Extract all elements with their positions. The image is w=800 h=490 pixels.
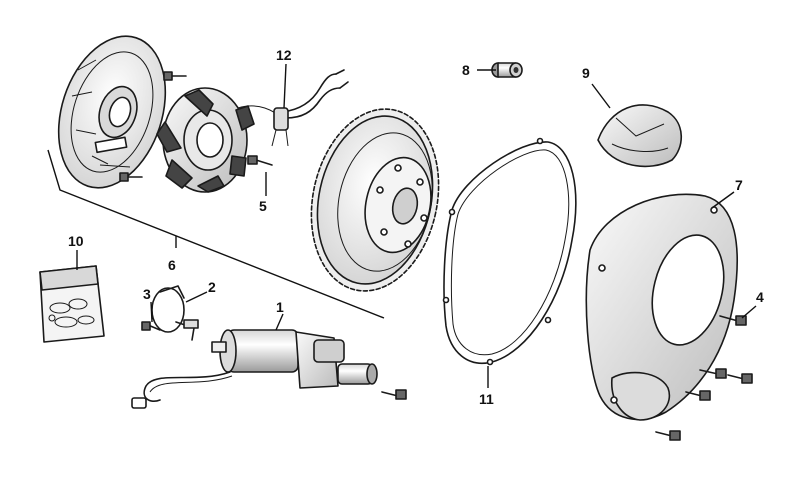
leader-3	[150, 301, 153, 323]
callout-10: 10	[68, 233, 84, 249]
callout-11: 11	[479, 391, 494, 407]
plate-screw-lower	[119, 172, 143, 182]
bracket-screw	[141, 321, 161, 331]
cover-screw-4	[685, 390, 711, 401]
callout-9: 9	[582, 65, 590, 81]
cover-screw-5	[655, 430, 681, 441]
flywheel-rotor	[310, 108, 440, 292]
callout-4: 4	[756, 289, 764, 305]
leader-12	[283, 63, 287, 109]
callout-6: 6	[168, 257, 176, 273]
rubber-bushing	[491, 62, 523, 78]
callout-5: 5	[259, 198, 267, 214]
leader-2	[185, 291, 208, 303]
leader-4	[741, 305, 757, 319]
leader-9	[591, 83, 611, 109]
starter-bracket	[151, 285, 199, 341]
callout-1: 1	[276, 299, 284, 315]
pickup-wire-harness	[271, 69, 349, 147]
group-bracket-line	[47, 149, 385, 319]
stator-coil-assembly	[156, 87, 285, 193]
plate-screw	[163, 71, 187, 81]
stator-screw	[247, 155, 273, 166]
callout-2: 2	[208, 279, 216, 295]
callout-3: 3	[143, 286, 151, 302]
starter-motor	[131, 329, 378, 409]
leader-1	[275, 313, 284, 331]
callout-12: 12	[276, 47, 292, 63]
cover-screw-2	[699, 368, 727, 379]
cover-screw-3	[727, 373, 753, 384]
cover-screw-1	[719, 315, 747, 326]
starter-screw	[381, 389, 407, 400]
cover-seal	[597, 104, 683, 168]
stator-base-plate	[57, 35, 167, 189]
callout-8: 8	[462, 62, 470, 78]
leader-7	[711, 191, 735, 209]
flywheel-cover	[585, 193, 739, 421]
cover-gasket	[442, 137, 577, 366]
hardware-kit-bag	[39, 265, 105, 343]
callout-7: 7	[735, 177, 743, 193]
